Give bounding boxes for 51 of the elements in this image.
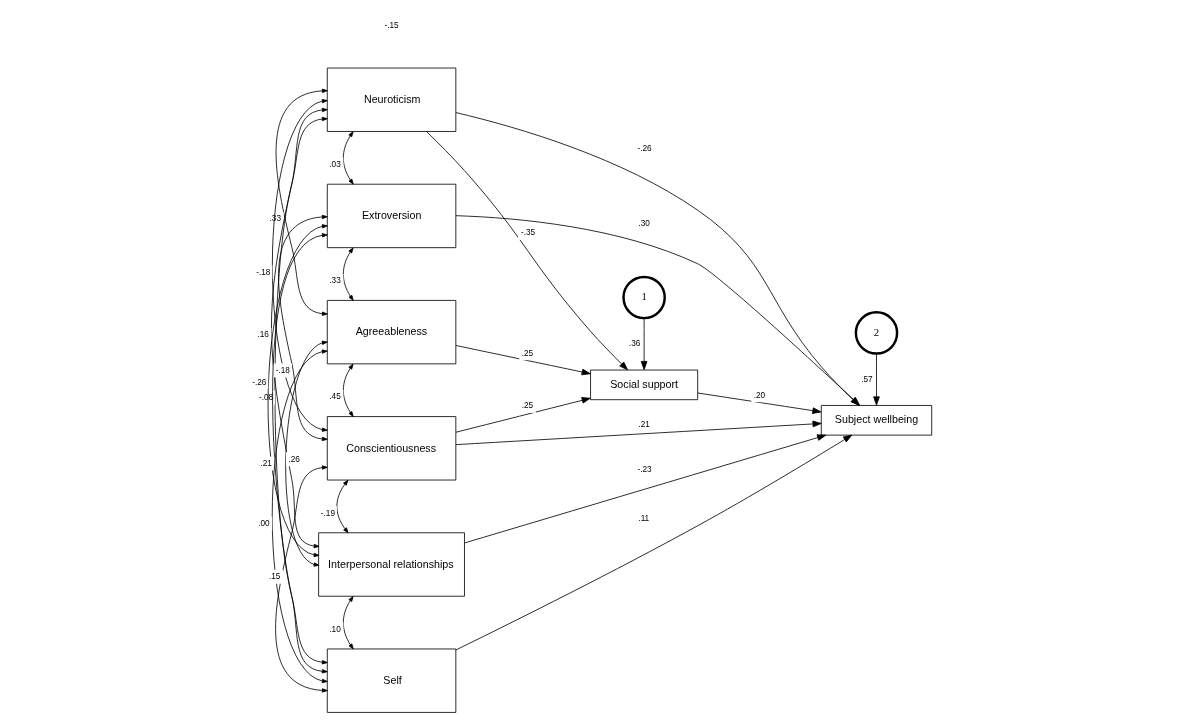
node-box: Interpersonal relationships <box>318 532 465 597</box>
edge-label: .45 <box>329 392 341 402</box>
edge-label: -.19 <box>320 508 335 518</box>
edge-label: .16 <box>257 330 269 340</box>
edge-label: .20 <box>753 390 766 400</box>
edge-label: .26 <box>288 454 300 464</box>
node-circle: 2 <box>854 311 899 355</box>
edge-label: -.26 <box>252 377 267 387</box>
node-box: Conscientiousness <box>326 416 457 481</box>
arrow <box>275 465 328 693</box>
node-box: Agreeableness <box>326 300 457 365</box>
arrow <box>267 224 328 558</box>
arrow <box>342 596 354 650</box>
arrow <box>464 434 827 544</box>
arrow <box>278 214 328 442</box>
arrow <box>455 434 853 651</box>
edge-label: .21 <box>260 459 272 469</box>
edge-label: .25 <box>521 401 534 411</box>
edge-label: .15 <box>268 572 281 582</box>
node-box: Neuroticism <box>326 67 457 132</box>
node-box: Self <box>326 648 457 713</box>
node-circle: 1 <box>622 275 666 320</box>
edge-label: -.18 <box>256 267 271 277</box>
edge-label: .11 <box>638 514 650 524</box>
arrow <box>455 420 822 446</box>
edge-label: .36 <box>628 339 641 349</box>
arrow <box>342 131 354 185</box>
edge-label: .00 <box>258 519 270 529</box>
node-box: Subject wellbeing <box>820 405 933 436</box>
edge-label: .03 <box>329 160 341 170</box>
edge-label: -.18 <box>275 365 290 375</box>
arrow <box>426 131 628 371</box>
arrow <box>640 317 648 371</box>
node-box: Social support <box>590 369 699 401</box>
edge-label: .10 <box>329 624 341 634</box>
arrow <box>697 392 822 414</box>
arrow <box>275 88 328 316</box>
arrow <box>342 363 354 417</box>
edge-label: .21 <box>638 420 650 430</box>
edge-label: -.23 <box>637 464 652 474</box>
arrow <box>336 479 349 534</box>
edge-label: .25 <box>521 348 534 358</box>
node-box: Extroversion <box>326 183 457 249</box>
arrow <box>873 353 880 406</box>
edge-label: .33 <box>329 276 341 286</box>
label: -.15 <box>384 21 399 31</box>
edge-label: .30 <box>638 219 650 229</box>
edge-label: -.26 <box>637 144 652 154</box>
edge-label: -.35 <box>520 228 536 238</box>
edge-label: .57 <box>861 374 873 384</box>
arrow <box>342 247 354 301</box>
